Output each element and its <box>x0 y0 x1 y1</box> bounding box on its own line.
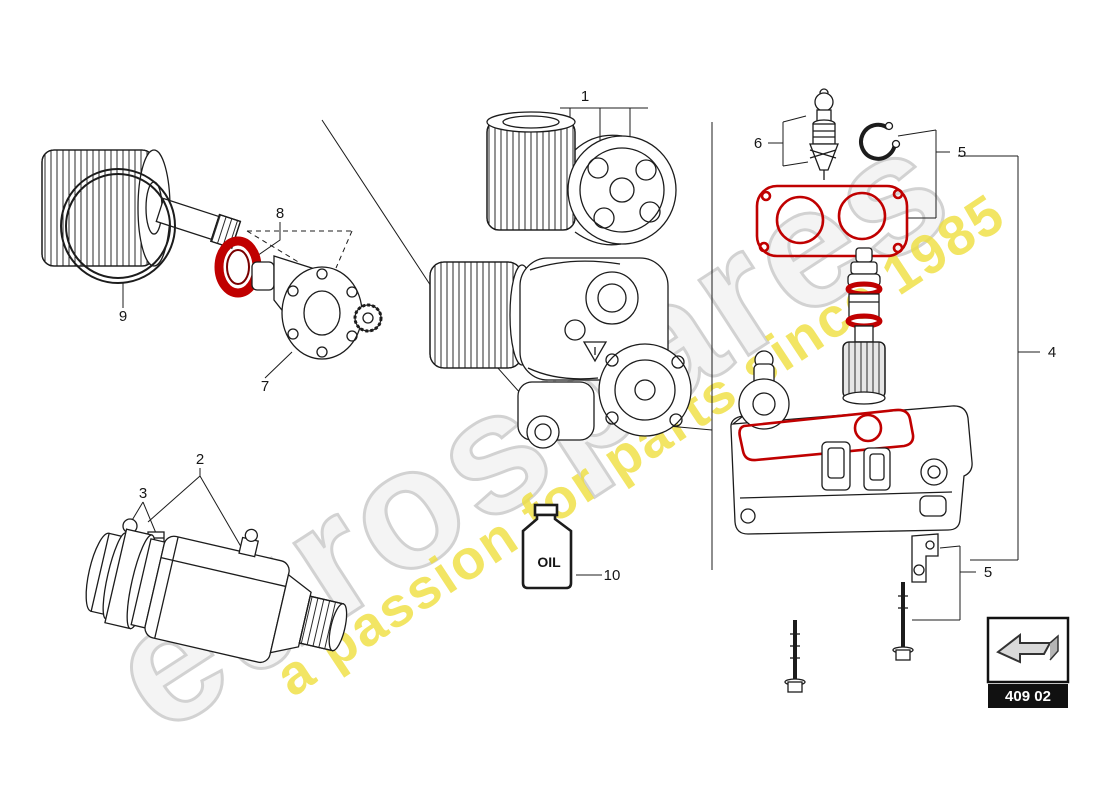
part-code-label: 409 02 <box>1005 688 1051 705</box>
part-oil-bottle <box>521 503 573 590</box>
direction-arrow-box <box>986 616 1070 708</box>
part-oil-valve <box>809 88 839 180</box>
part-clutch-drum <box>41 149 242 284</box>
part-solenoid-valve <box>842 247 886 405</box>
part-bolt-long <box>784 620 806 693</box>
part-retaining-clip <box>859 121 901 161</box>
part-pinion-gear <box>353 303 383 333</box>
callout-3: 3 <box>139 485 147 502</box>
callout-5-bottom: 5 <box>984 564 992 581</box>
callout-4: 4 <box>1048 344 1056 361</box>
callout-9: 9 <box>119 308 127 325</box>
oil-bottle-label: OIL <box>537 554 561 570</box>
callout-6: 6 <box>754 135 762 152</box>
part-valve-housing <box>730 350 973 535</box>
part-filter-housing-assembly <box>429 257 692 449</box>
part-bolt-short <box>892 582 914 661</box>
part-oil-filter <box>486 111 677 246</box>
part-oring-large <box>60 168 176 284</box>
direction-arrow-icon <box>996 632 1059 664</box>
part-oil-pump-motor <box>85 528 348 664</box>
part-cover-gasket <box>755 184 909 258</box>
callout-7: 7 <box>261 378 269 395</box>
part-differential <box>251 255 383 360</box>
callout-10: 10 <box>604 567 621 584</box>
part-seal-ring <box>214 236 262 298</box>
callout-8: 8 <box>276 205 284 222</box>
callout-2: 2 <box>196 451 204 468</box>
callout-1: 1 <box>581 88 589 105</box>
warning-triangle-icon <box>582 341 608 363</box>
part-mounting-bracket <box>911 533 939 583</box>
callout-5-top: 5 <box>958 144 966 161</box>
